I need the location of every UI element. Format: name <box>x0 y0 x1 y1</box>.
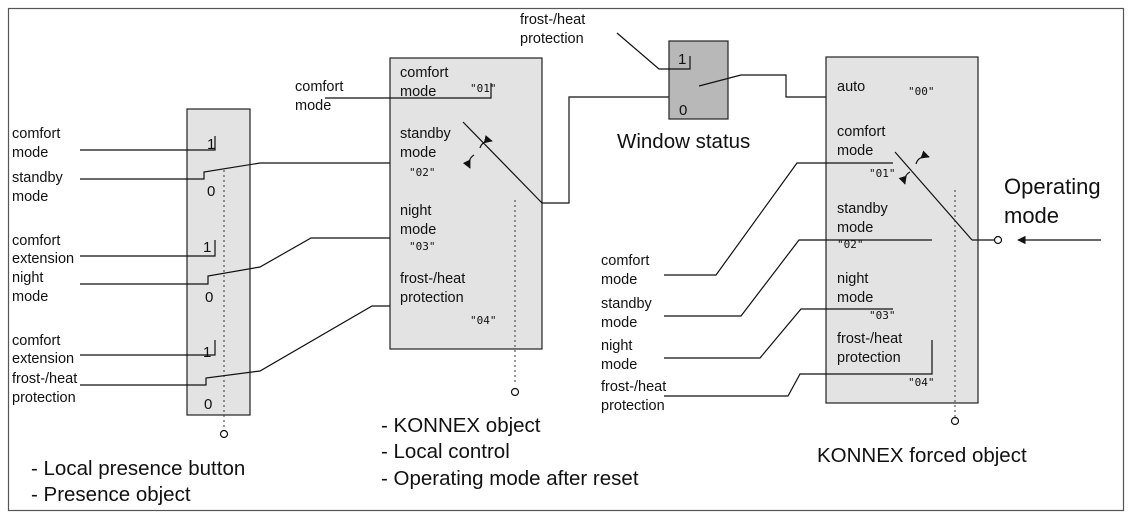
forced-code-01: "01" <box>869 167 896 180</box>
presence-input-1-line2: mode <box>12 145 48 161</box>
presence-input-5-line2: extension <box>12 351 74 367</box>
presence-val-2: 0 <box>207 183 215 200</box>
forced-code-04: "04" <box>908 376 935 389</box>
presence-val-1: 1 <box>207 136 215 153</box>
konnex-label-night-1: night <box>400 203 431 219</box>
forced-label-frost-2: protection <box>837 350 901 366</box>
presence-val-3: 1 <box>203 239 211 256</box>
presence-input-3-line1: comfort <box>12 233 60 249</box>
konnex-block: comfort mode comfort mode "01" standby m… <box>295 57 684 490</box>
forced-label-comfort-2: mode <box>837 143 873 159</box>
forced-label-night-1: night <box>837 271 868 287</box>
presence-box <box>186 108 251 416</box>
konnex-code-01: "01" <box>470 82 497 95</box>
presence-block: comfort mode 1 standby mode 0 comfort ex… <box>12 108 492 506</box>
forced-output-line1: Operating <box>1004 174 1101 199</box>
window-title: Window status <box>617 130 750 153</box>
konnex-label-standby-2: mode <box>400 145 436 161</box>
forced-code-00: "00" <box>908 85 935 98</box>
konnex-label-comfort-1: comfort <box>400 65 448 81</box>
forced-label-night-2: mode <box>837 290 873 306</box>
presence-val-4: 0 <box>205 289 213 306</box>
window-input-line2: protection <box>520 31 584 47</box>
forced-block: auto "00" comfort mode "01" standby mode… <box>601 56 1101 467</box>
konnex-code-02: "02" <box>409 166 436 179</box>
konnex-input-1-line2: mode <box>295 98 331 114</box>
presence-input-5-line1: comfort <box>12 333 60 349</box>
konnex-legend-3: - Operating mode after reset <box>381 467 639 490</box>
forced-code-03: "03" <box>869 309 896 322</box>
forced-outer-3-line1: night <box>601 338 632 354</box>
diagram-frame <box>7 7 1125 512</box>
forced-title: KONNEX forced object <box>817 444 1027 467</box>
forced-code-02: "02" <box>837 238 864 251</box>
presence-input-6-line2: protection <box>12 390 76 406</box>
forced-box <box>825 56 979 404</box>
forced-outer-1-line1: comfort <box>601 253 649 269</box>
konnex-box <box>389 57 543 350</box>
presence-input-2-line2: mode <box>12 189 48 205</box>
konnex-code-03: "03" <box>409 240 436 253</box>
window-val-0: 0 <box>679 102 687 119</box>
forced-outer-2-line1: standby <box>601 296 653 312</box>
forced-outer-4-line1: frost-/heat <box>601 379 666 395</box>
konnex-label-night-2: mode <box>400 222 436 238</box>
konnex-label-frost-1: frost-/heat <box>400 271 465 287</box>
presence-input-4-line1: night <box>12 270 43 286</box>
forced-outer-1-line2: mode <box>601 272 637 288</box>
konnex-legend-2: - Local control <box>381 440 510 463</box>
forced-label-standby-1: standby <box>837 201 889 217</box>
forced-label-comfort-1: comfort <box>837 124 885 140</box>
window-box <box>668 40 729 120</box>
presence-legend-2: - Presence object <box>31 483 191 506</box>
presence-legend-1: - Local presence button <box>31 457 245 480</box>
konnex-code-04: "04" <box>470 314 497 327</box>
presence-val-5: 1 <box>203 344 211 361</box>
forced-output-line2: mode <box>1004 203 1059 228</box>
presence-val-6: 0 <box>204 396 212 413</box>
presence-input-3-line2: extension <box>12 251 74 267</box>
forced-label-frost-1: frost-/heat <box>837 331 902 347</box>
konnex-label-standby-1: standby <box>400 126 452 142</box>
konnex-label-comfort-2: mode <box>400 84 436 100</box>
forced-outer-2-line2: mode <box>601 315 637 331</box>
presence-input-2-line1: standby <box>12 170 64 186</box>
konnex-label-frost-2: protection <box>400 290 464 306</box>
presence-input-1-line1: comfort <box>12 126 60 142</box>
forced-label-standby-2: mode <box>837 220 873 236</box>
window-input-line1: frost-/heat <box>520 12 585 28</box>
presence-input-4-line2: mode <box>12 289 48 305</box>
konnex-legend-1: - KONNEX object <box>381 414 541 437</box>
window-val-1: 1 <box>678 51 686 68</box>
forced-outer-3-line2: mode <box>601 357 637 373</box>
window-block: frost-/heat protection 1 0 Window status <box>520 12 932 153</box>
forced-label-auto: auto <box>837 79 865 95</box>
konnex-input-1-line1: comfort <box>295 79 343 95</box>
forced-outer-4-line2: protection <box>601 398 665 414</box>
presence-input-6-line1: frost-/heat <box>12 371 77 387</box>
